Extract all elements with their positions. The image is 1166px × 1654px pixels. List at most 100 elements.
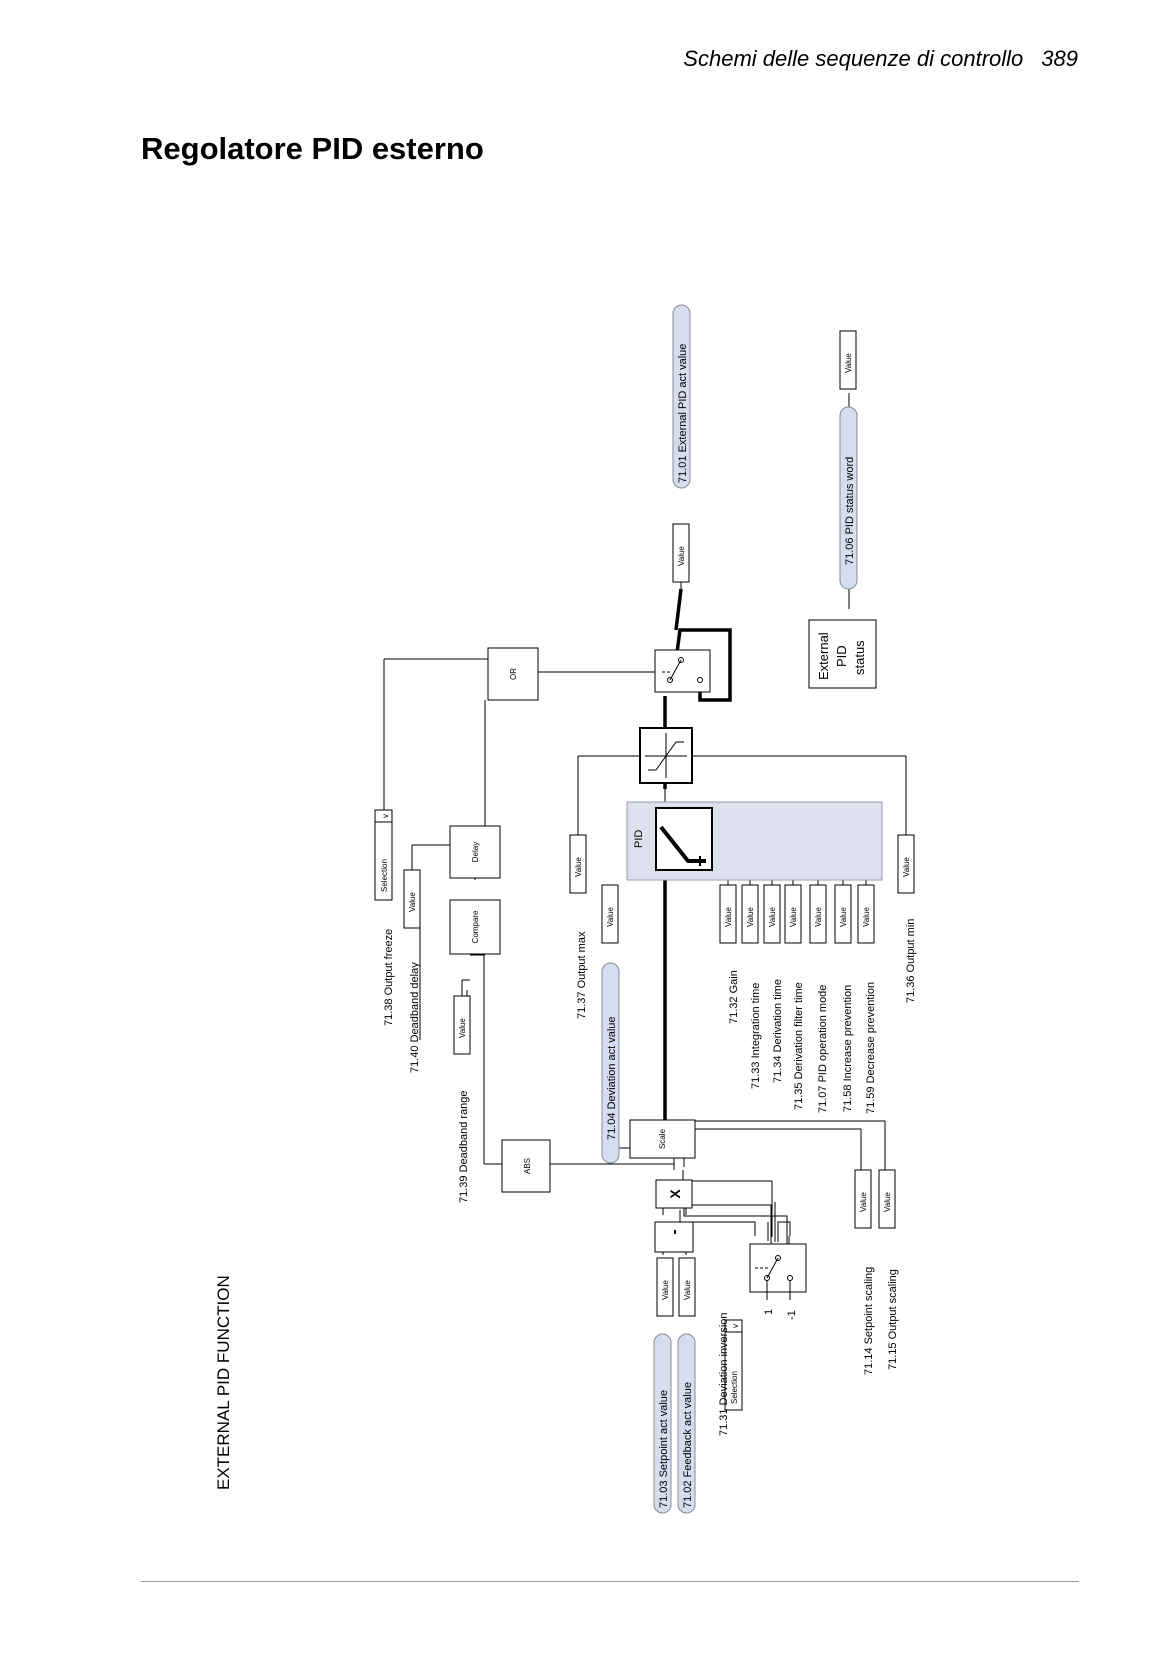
value-box-output-scaling: Value <box>878 1169 896 1229</box>
svg-text:71.03 Setpoint act value: 71.03 Setpoint act value <box>658 1390 670 1508</box>
page-title: Regolatore PID esterno <box>141 131 484 166</box>
label-7158: 71.58 Increase prevention <box>842 985 854 1112</box>
svg-text:Value: Value <box>859 1192 868 1212</box>
svg-text:Value: Value <box>902 857 911 877</box>
selection-box-output-freeze: v Selection <box>374 809 393 901</box>
svg-text:71.06 PID status word: 71.06 PID status word <box>844 457 856 565</box>
label-7132: 71.32 Gain <box>728 970 740 1024</box>
label-7115: 71.15 Output scaling <box>887 1269 899 1370</box>
label-7136: 71.36 Output min <box>905 919 917 1003</box>
value-box-deadband-delay: Value <box>403 869 421 929</box>
value-box-7101: Value <box>672 523 690 583</box>
svg-text:Value: Value <box>768 907 777 927</box>
label-7135: 71.35 Derivation filter time <box>793 982 805 1110</box>
selection-box-deviation-inversion: v Selection <box>724 1319 743 1411</box>
or-block: OR <box>487 647 539 701</box>
section-title: Schemi delle sequenze di controllo <box>683 46 1024 71</box>
signal-7102: 71.02 Feedback act value <box>677 1333 696 1514</box>
svg-text:Selection: Selection <box>730 1371 739 1404</box>
diagram-heading: EXTERNAL PID FUNCTION <box>214 1275 233 1490</box>
svg-text:Value: Value <box>606 907 615 927</box>
svg-text:Value: Value <box>408 892 417 912</box>
signal-7104: 71.04 Deviation act value <box>601 962 620 1164</box>
switch-input-minus-one: -1 <box>786 1310 798 1320</box>
svg-text:Scale: Scale <box>658 1128 667 1149</box>
label-7137: 71.37 Output max <box>576 931 588 1019</box>
inversion-switch <box>749 1243 807 1300</box>
svg-text:ABS: ABS <box>523 1158 532 1174</box>
signal-7103: 71.03 Setpoint act value <box>653 1333 672 1514</box>
label-7138: 71.38 Output freeze <box>383 929 395 1026</box>
svg-text:Selection: Selection <box>380 859 389 892</box>
svg-text:status: status <box>852 640 867 675</box>
multiply-block: X <box>655 1179 693 1209</box>
value-box-gain: Value <box>719 884 737 944</box>
svg-text:Delay: Delay <box>471 842 480 862</box>
value-box-integration: Value <box>741 884 759 944</box>
svg-text:v: v <box>381 814 390 818</box>
svg-text:71.02 Feedback act value: 71.02 Feedback act value <box>682 1382 694 1508</box>
value-box-deviation: Value <box>601 884 619 944</box>
svg-text:OR: OR <box>509 668 518 680</box>
parameter-labels: 71.38 Output freeze 71.40 Deadband delay… <box>383 919 917 1436</box>
label-7114: 71.14 Setpoint scaling <box>863 1267 875 1375</box>
value-box-derivation-filter: Value <box>784 884 802 944</box>
signal-7106: 71.06 PID status word <box>839 406 858 590</box>
svg-text:-: - <box>666 1229 683 1234</box>
svg-text:Value: Value <box>789 907 798 927</box>
svg-text:71.01 External PID act value: 71.01 External PID act value <box>677 344 689 483</box>
svg-text:Value: Value <box>883 1192 892 1212</box>
value-box-operation-mode: Value <box>809 884 827 944</box>
svg-text:X: X <box>667 1189 683 1199</box>
minus-block: - <box>654 1221 694 1253</box>
signal-7101: 71.01 External PID act value <box>672 304 691 489</box>
svg-text:PID: PID <box>834 645 849 667</box>
value-box-output-max: Value <box>569 834 587 894</box>
svg-text:Value: Value <box>574 857 583 877</box>
label-7107: 71.07 PID operation mode <box>817 985 829 1113</box>
value-box-decrease-prevention: Value <box>857 884 875 944</box>
external-pid-status-block: External PID status <box>808 619 877 689</box>
label-7139: 71.39 Deadband range <box>458 1090 470 1203</box>
abs-block: ABS <box>501 1139 551 1193</box>
svg-text:PID: PID <box>633 830 645 848</box>
svg-text:Value: Value <box>746 907 755 927</box>
svg-text:Value: Value <box>458 1018 467 1038</box>
value-box-derivation: Value <box>763 884 781 944</box>
value-box-setpoint: Value <box>656 1257 674 1317</box>
label-7159: 71.59 Decrease prevention <box>865 982 877 1114</box>
label-7131: 71.31 Deviation inversion <box>718 1312 730 1436</box>
compare-block: Compare <box>449 899 501 955</box>
label-7140: 71.40 Deadband delay <box>409 962 421 1073</box>
svg-text:Value: Value <box>839 907 848 927</box>
svg-text:Value: Value <box>814 907 823 927</box>
limiter-block <box>639 727 693 784</box>
svg-text:External: External <box>816 632 831 680</box>
svg-text:Value: Value <box>724 907 733 927</box>
value-box-setpoint-scaling: Value <box>854 1169 872 1229</box>
svg-text:71.04 Deviation act value: 71.04 Deviation act value <box>606 1016 618 1140</box>
value-box-output-min: Value <box>897 834 915 894</box>
label-7133: 71.33 Integration time <box>750 983 762 1089</box>
switch-input-plus-one: 1 <box>763 1309 775 1315</box>
page-header: Schemi delle sequenze di controllo 389 <box>683 46 1078 72</box>
footer-rule <box>141 1581 1079 1582</box>
value-box-feedback: Value <box>678 1257 696 1317</box>
value-box-deadband-range: Value <box>453 995 471 1055</box>
freeze-switch <box>654 649 711 693</box>
label-7134: 71.34 Derivation time <box>772 979 784 1083</box>
svg-text:Value: Value <box>683 1280 692 1300</box>
delay-block: Delay <box>449 825 501 879</box>
svg-text:Value: Value <box>862 907 871 927</box>
page-number: 389 <box>1041 46 1078 71</box>
svg-text:Value: Value <box>661 1280 670 1300</box>
scale-block: Scale <box>629 1119 696 1159</box>
svg-text:Compare: Compare <box>471 910 480 943</box>
value-box-increase-prevention: Value <box>834 884 852 944</box>
svg-text:v: v <box>731 1324 740 1328</box>
pid-block: PID <box>626 801 883 881</box>
value-box-7106: Value <box>839 330 857 390</box>
svg-text:Value: Value <box>844 353 853 373</box>
svg-text:Value: Value <box>677 546 686 566</box>
